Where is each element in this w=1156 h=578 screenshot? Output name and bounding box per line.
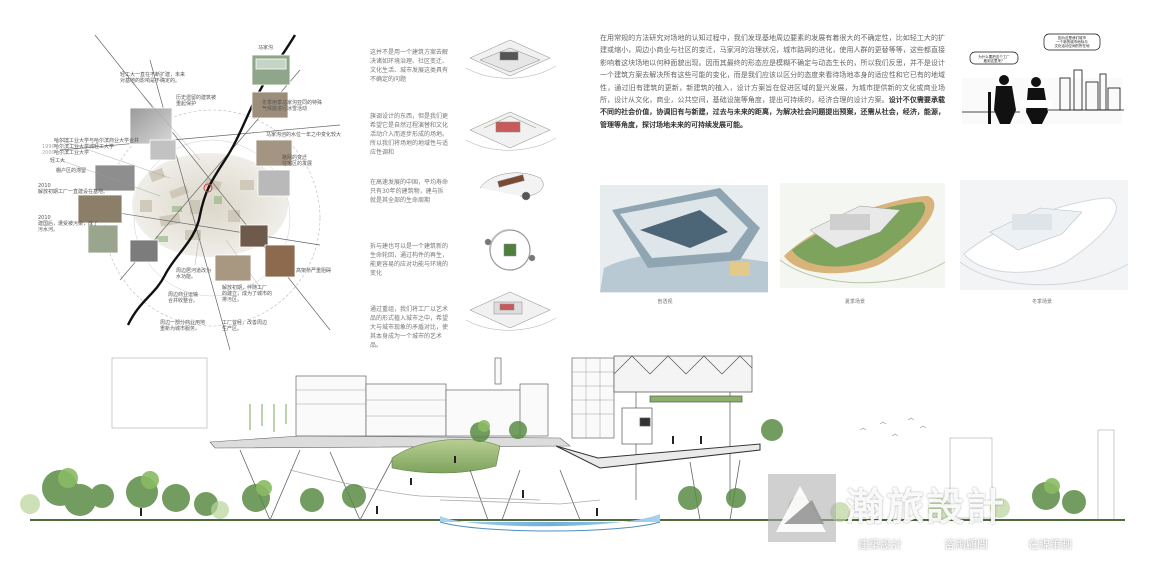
label-mid-river: 周边居河道改为 水功能。: [176, 268, 212, 280]
caption-winter-scene: 冬季场景: [1031, 299, 1052, 305]
label-year-2: 1990: [42, 144, 55, 150]
note-adaptation: 旗调设计的东西，但是我们更 希望它是自然过程演替和文化 活动介入而逐步形成的场地…: [370, 113, 449, 156]
watermark-title: 瀚旅設計: [846, 484, 1007, 529]
design-statement-emphasis: 设计不仅需要承载不同的社会价值，协调旧有与新建，过去与未来的距离，为解决社会问题…: [600, 96, 946, 129]
label-shanty: 棚户区的滞留: [56, 168, 87, 174]
dialogue-sketch: [962, 33, 1124, 124]
note-lifecycle: 在高速发展的中国，平均寿命 只有30年的建筑物，建与拆 就是其全部的生命周期: [370, 179, 449, 204]
render-section-perspective: [600, 185, 768, 293]
render-summer: [779, 183, 946, 288]
label-year-3: 2000: [42, 150, 55, 156]
note-uncertainty: 这并不是用一个建筑方案去解 决诸如环境治理、社区变迁、 文化生活、城市发展这类具…: [370, 49, 449, 83]
design-statement: 在用常规的方法研究对场地的认知过程中，我们发现基地周边要素的发展有着很大的不确定…: [600, 32, 945, 131]
speech-bubble-answer: 因为这是我们城市 一个新的城市地标与 文化活动空间的所在地: [1054, 36, 1090, 48]
long-section: [20, 355, 1125, 532]
watermark-subtitle-planning: 在線策劃: [1028, 538, 1072, 551]
evolution-diagrams: [465, 39, 557, 331]
label-commercial: 周边商业运输 合并收整合。: [168, 292, 199, 304]
speech-bubble-question: 为什么要把这个工厂 搬到这里来？: [978, 55, 1010, 63]
label-sewage: 解放初期，伴随工厂 的建立，成为了城市的 排污区。: [222, 285, 273, 303]
label-river-future: 马家沟河的水位一年之中变化较大: [266, 132, 342, 138]
label-industrial-belt: 工厂曾经，改善周边 生产区。: [222, 320, 268, 332]
render-winter: [959, 180, 1129, 290]
watermark-logo: [768, 474, 836, 542]
label-road-future: 路网的变迁 住宅区的发展: [282, 155, 313, 167]
label-2010-factory: 2010 解放初期工厂一直建设在基地。: [38, 183, 109, 195]
watermark-subtitle-design: 建築設計: [858, 538, 902, 551]
watermark-subtitle-consulting: 咨詢顧問: [944, 538, 988, 551]
design-statement-text: 在用常规的方法研究对场地的认知过程中，我们发现基地周边要素的发展有着很大的不确定…: [600, 34, 945, 105]
label-univ-b: 哈尔滨工业大学城轻工大学: [54, 144, 115, 150]
site-analysis-map: [59, 34, 341, 351]
note-art-object: 通过重组，我们将工厂以艺术 品的形式植入城市之中，希望 大与城市现象的矛盾对比，…: [370, 306, 449, 349]
label-expansion: 轻工大一直在不断扩建，未来 对基地的影响是不确定的。: [120, 72, 186, 84]
label-history: 历史遗留的建筑被 重起保护: [176, 95, 217, 107]
caption-summer-scene: 夏季场景: [844, 299, 865, 305]
caption-section-perspective: 剖透视: [657, 299, 673, 305]
label-winter: 冬季用季马家沟亚同的特殊 气候能进行冰雪活动: [262, 100, 323, 112]
label-2010-polluted: 2010 建国后，遭受被污染，成了 污水河。: [38, 215, 99, 233]
note-rebirth: 拆与建也可以是一个建筑新的 生命轮回，通过构件的再生， 能更容易的应对功能与环境…: [370, 243, 449, 277]
label-univ-c: 哈尔滨工业大学: [54, 150, 90, 156]
label-univ-a: 哈尔滨工业大学与哈尔滨商业大学合并: [54, 138, 140, 144]
label-upstream: 周边一部分商业用地 重新为城市服务。: [160, 320, 206, 332]
label-year-1: 1970: [56, 138, 69, 144]
label-qinggong: 轻工大: [50, 158, 66, 164]
label-majiadian: 马家沟: [258, 45, 274, 51]
label-demolish: 高架桥严重阻碍: [296, 268, 332, 274]
